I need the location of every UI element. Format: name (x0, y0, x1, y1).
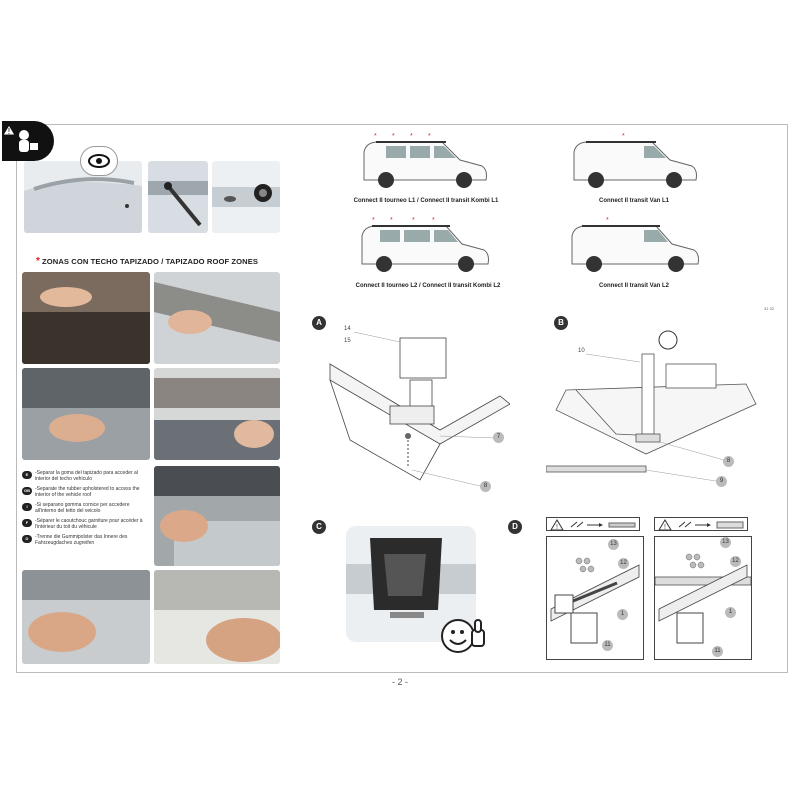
step-code: E (22, 471, 32, 479)
diagram-c-label: C (312, 520, 326, 534)
step-code: D (22, 535, 32, 543)
part-number: 14 (344, 326, 351, 332)
part-badge: 8 (723, 456, 734, 467)
vehicle-tourneo-l1: * * * * (363, 133, 487, 188)
diagram-b-drawing (546, 330, 757, 483)
svg-text:*: * (622, 133, 625, 140)
svg-text:*: * (374, 133, 377, 140)
zones-title: *ZONAS CON TECHO TAPIZADO / TAPIZADO ROO… (36, 256, 258, 267)
part-badge: 11 (712, 646, 723, 657)
part-badge: 13 (608, 539, 619, 550)
step-text: -Séparer le caoutchouc garniture pour ac… (35, 518, 143, 530)
part-badge: 12 (618, 558, 629, 569)
zones-title-star: * (36, 256, 40, 267)
photo-upholstery-6 (22, 570, 150, 664)
warning-bar-right: ! (654, 517, 748, 531)
part-badge: 7 (493, 432, 504, 443)
part-number: 15 (344, 338, 351, 344)
photo-upholstery-5 (154, 466, 280, 566)
zones-title-text: ZONAS CON TECHO TAPIZADO / TAPIZADO ROOF… (42, 257, 259, 266)
step-text: -Separate the rubber upholstered to acce… (35, 486, 140, 498)
step-d: D-Trenne die Gummipolster das Innere des… (22, 534, 152, 546)
diagram-a-label: A (312, 316, 326, 330)
instruction-steps: E-Separar la goma del tapizado para acce… (22, 470, 152, 550)
photo-upholstery-7 (154, 570, 280, 664)
step-text: -Separar la goma del tapizado para acced… (35, 470, 138, 482)
step-e: E-Separar la goma del tapizado para acce… (22, 470, 152, 482)
vehicle-label: Connect II transit Van L2 (598, 283, 669, 289)
svg-text:*: * (372, 217, 375, 224)
vehicle-van-l2: * (571, 217, 699, 272)
svg-text:*: * (606, 217, 609, 224)
step-text: -Trenne die Gummipolster das Innere des … (35, 534, 128, 546)
photo-upholstery-4 (154, 368, 280, 460)
svg-text:*: * (390, 217, 393, 224)
part-badge: 12 (730, 556, 741, 567)
part-badge: 1 (725, 607, 736, 618)
svg-text:!: ! (556, 524, 558, 531)
part-badge: 9 (716, 476, 727, 487)
photo-upholstery-3 (22, 368, 150, 460)
diagram-b-label: B (554, 316, 568, 330)
svg-text:!: ! (7, 127, 10, 136)
step-i: I-Si separano gomma cornice per accedere… (22, 502, 152, 514)
step-gb: GB-Separate the rubber upholstered to ac… (22, 486, 152, 498)
step-code: I (22, 503, 32, 511)
diagram-a-drawing (329, 331, 510, 487)
svg-text:*: * (412, 217, 415, 224)
side-marks: 31 32 (764, 306, 775, 311)
photo-roof-rail (24, 161, 142, 233)
diagram-d-right-panel (654, 536, 752, 660)
eye-icon (80, 146, 118, 176)
svg-text:!: ! (664, 524, 666, 531)
vehicle-van-l1: * (573, 133, 697, 188)
part-number: 10 (578, 348, 585, 354)
warning-bar-left: ! (546, 517, 640, 531)
diagram-c-photo (346, 526, 476, 642)
svg-text:*: * (392, 133, 395, 140)
vehicle-tourneo-l2: * * * * (361, 217, 489, 272)
thumbs-up-icon (440, 612, 490, 658)
step-f: F-Séparer le caoutchouc garniture pour a… (22, 518, 152, 530)
svg-text:*: * (410, 133, 413, 140)
svg-text:*: * (432, 217, 435, 224)
photo-upholstery-1 (22, 272, 150, 364)
photo-roof-hole (212, 161, 280, 233)
photo-tool-roof (148, 161, 208, 233)
vehicle-label: Connect II tourneo L2 / Connect II trans… (355, 283, 501, 289)
step-code: GB (22, 487, 32, 495)
vehicle-label: Connect II tourneo L1 / Connect II trans… (353, 198, 499, 204)
vehicle-label: Connect II transit Van L1 (598, 198, 669, 204)
part-badge: 8 (480, 481, 491, 492)
page-number: - 2 - (391, 677, 408, 687)
photo-upholstery-2 (154, 272, 280, 364)
step-code: F (22, 519, 32, 527)
diagram-d-label: D (508, 520, 522, 534)
part-badge: 13 (720, 537, 731, 548)
part-badge: 11 (602, 640, 613, 651)
warning-badge: ! (2, 121, 54, 161)
svg-text:*: * (428, 133, 431, 140)
part-badge: 1 (617, 609, 628, 620)
step-text: -Si separano gomma cornice per accedere … (35, 502, 130, 514)
diagram-d-left-panel (546, 536, 644, 660)
